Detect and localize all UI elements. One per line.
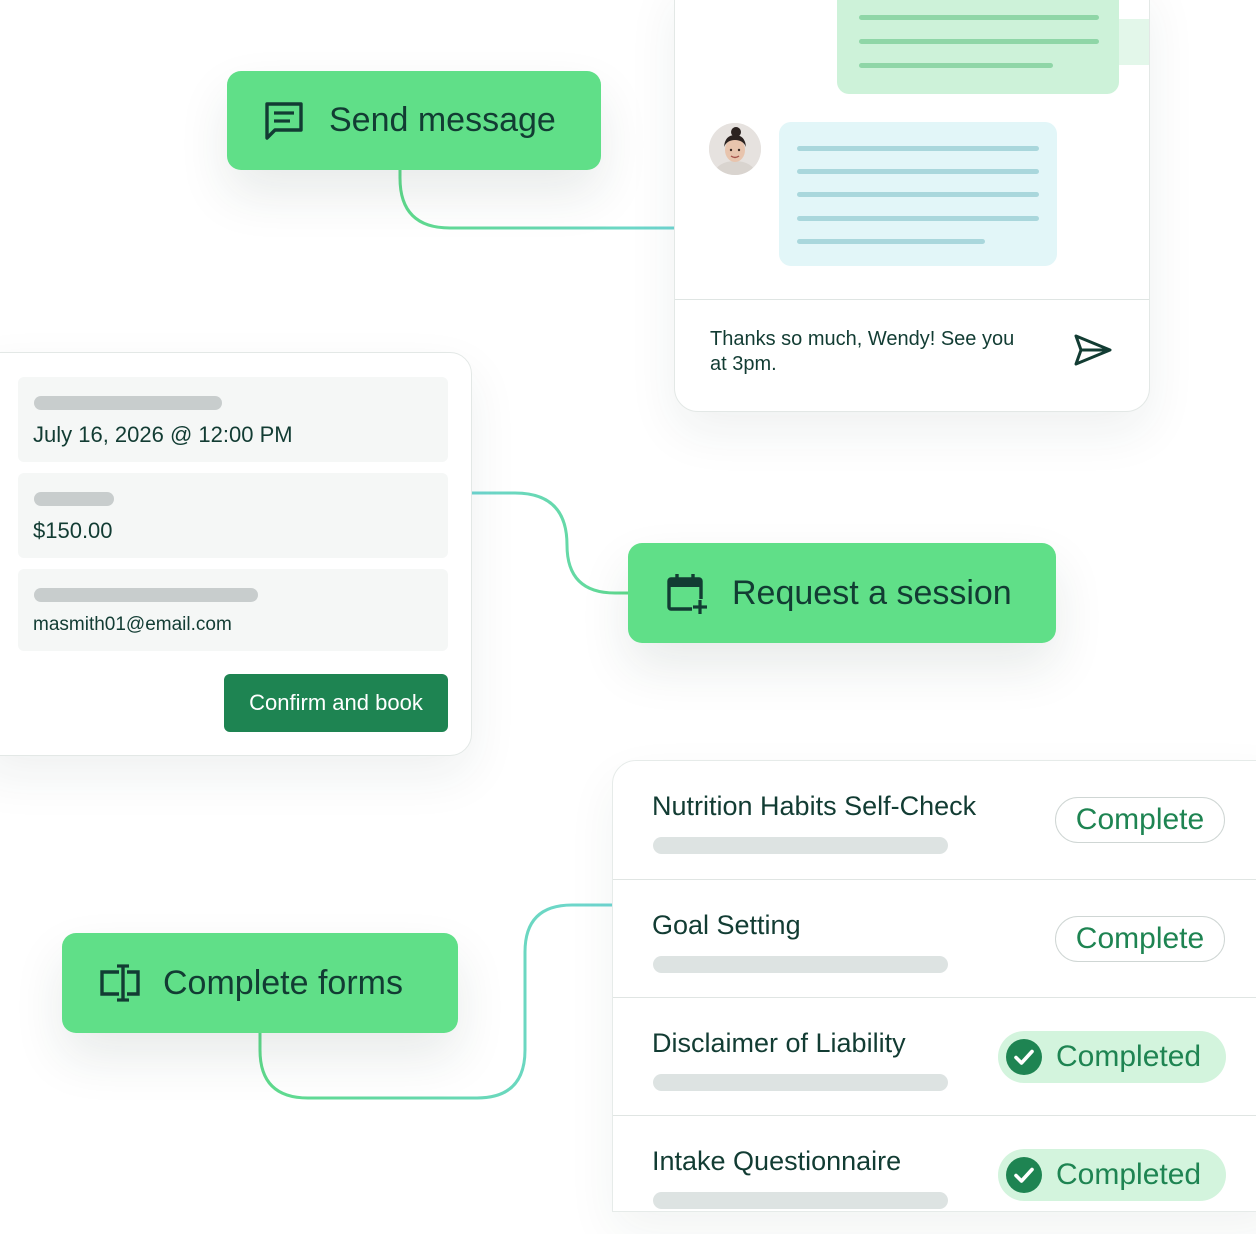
form-progress-bar	[653, 837, 948, 854]
completed-badge: Completed	[998, 1031, 1226, 1083]
form-icon	[99, 963, 141, 1003]
check-circle-icon	[1006, 1157, 1042, 1193]
message-input[interactable]: Thanks so much, Wendy! See you at 3pm.	[710, 328, 1015, 375]
send-message-button[interactable]: Send message	[227, 71, 601, 170]
form-title: Nutrition Habits Self-Check	[652, 791, 977, 821]
completed-label: Completed	[1056, 1040, 1202, 1073]
confirm-and-book-button[interactable]: Confirm and book	[224, 674, 448, 732]
price-field[interactable]: $150.00	[18, 473, 448, 558]
price-value: $150.00	[33, 518, 113, 543]
form-title: Intake Questionnaire	[652, 1146, 902, 1176]
connector-request-session	[470, 491, 628, 595]
request-session-label: Request a session	[732, 573, 1012, 612]
form-row[interactable]: Intake Questionnaire Completed	[613, 1115, 1256, 1234]
completed-label: Completed	[1056, 1158, 1202, 1191]
check-circle-icon	[1006, 1039, 1042, 1075]
connector-send-message	[398, 170, 674, 230]
chat-bubble-edge	[1119, 19, 1149, 65]
form-title: Goal Setting	[652, 910, 801, 940]
form-progress-bar	[653, 1074, 948, 1091]
form-row[interactable]: Goal Setting Complete	[613, 879, 1256, 998]
chat-bubble-sent	[837, 0, 1119, 94]
chat-card: Thanks so much, Wendy! See you at 3pm.	[674, 0, 1150, 412]
completed-badge: Completed	[998, 1149, 1226, 1201]
avatar	[709, 123, 761, 175]
form-row[interactable]: Nutrition Habits Self-Check Complete	[613, 761, 1256, 879]
complete-forms-button[interactable]: Complete forms	[62, 933, 458, 1033]
form-row[interactable]: Disclaimer of Liability Completed	[613, 997, 1256, 1116]
calendar-add-icon	[666, 571, 708, 615]
form-title: Disclaimer of Liability	[652, 1028, 906, 1058]
date-value: July 16, 2026 @ 12:00 PM	[33, 422, 293, 447]
chat-bubble-received	[779, 122, 1057, 266]
send-icon[interactable]	[1073, 333, 1113, 372]
complete-button[interactable]: Complete	[1055, 797, 1225, 843]
email-value: masmith01@email.com	[33, 614, 232, 635]
complete-button[interactable]: Complete	[1055, 916, 1225, 962]
message-icon	[263, 100, 305, 142]
email-field[interactable]: masmith01@email.com	[18, 569, 448, 651]
forms-card: Nutrition Habits Self-Check Complete Goa…	[612, 760, 1256, 1212]
send-message-label: Send message	[329, 101, 556, 139]
request-session-button[interactable]: Request a session	[628, 543, 1056, 643]
form-progress-bar	[653, 956, 948, 973]
complete-forms-label: Complete forms	[163, 963, 403, 1002]
booking-card: July 16, 2026 @ 12:00 PM $150.00 masmith…	[0, 352, 472, 756]
chat-divider	[675, 299, 1149, 300]
date-field[interactable]: July 16, 2026 @ 12:00 PM	[18, 377, 448, 462]
form-progress-bar	[653, 1192, 948, 1209]
